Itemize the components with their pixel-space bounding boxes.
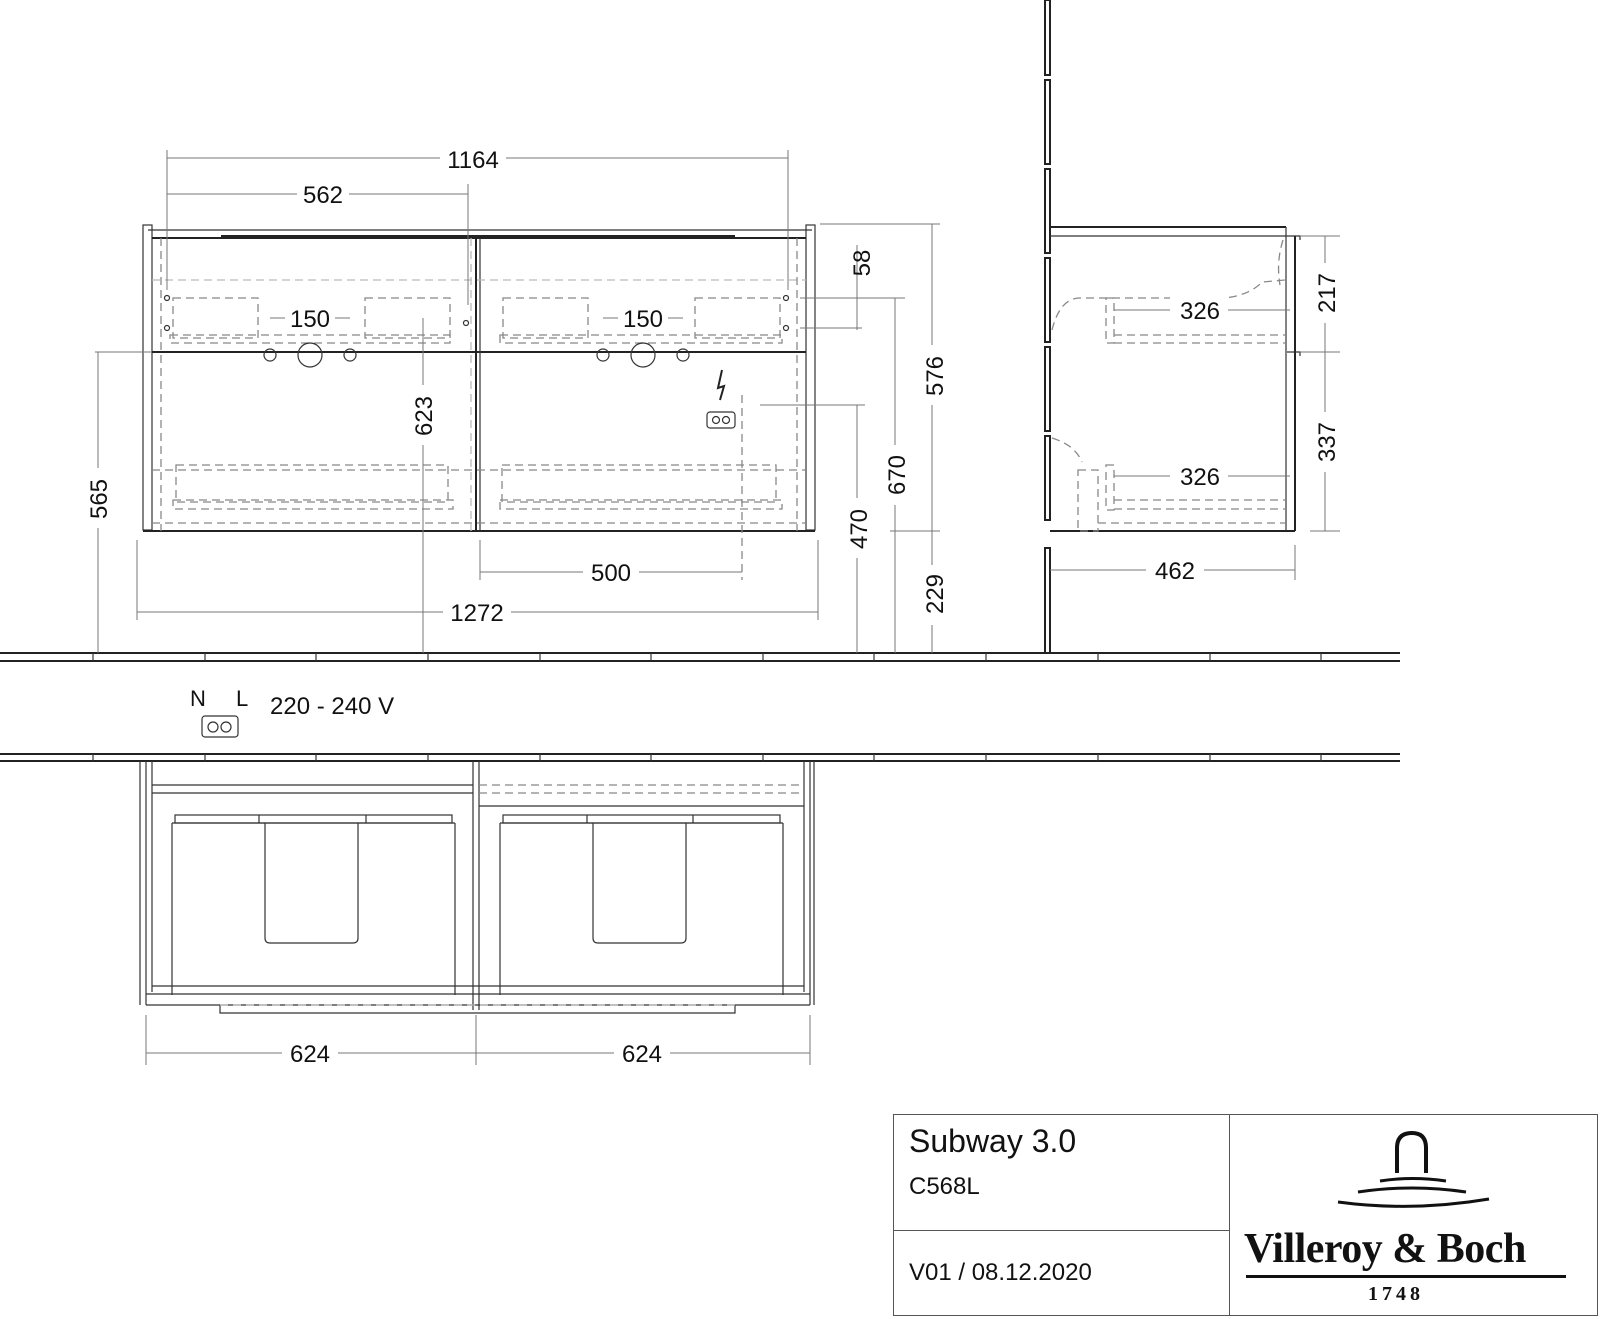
dim-overall-top-width: 1164 [447, 147, 499, 174]
dim-left-drawer-width: 624 [290, 1041, 330, 1068]
wall-line-plan [0, 753, 1400, 762]
dim-floor-clearance: 229 [922, 574, 949, 614]
dim-socket-height: 470 [846, 509, 873, 549]
live-label: L [236, 686, 249, 711]
dim-overall-width: 1272 [450, 600, 503, 627]
title-block-logo: Villeroy & Boch 1748 [1230, 1115, 1597, 1315]
dim-basin-center-offset: 562 [303, 182, 343, 209]
side-view-dimension-labels: 326 326 217 337 462 [1146, 263, 1341, 585]
wall-section [1044, 0, 1051, 654]
dim-total-height: 576 [922, 356, 949, 396]
socket-icon [706, 411, 736, 429]
brand-underline [1246, 1275, 1566, 1278]
dim-tap-spacing-right: 150 [623, 306, 663, 333]
article-code: C568L [909, 1173, 980, 1200]
lightning-icon [716, 369, 726, 401]
dim-right-drawer-width: 624 [622, 1041, 662, 1068]
title-block: Subway 3.0 C568L V01 / 08.12.2020 Viller… [893, 1114, 1598, 1316]
dim-upper-drawer-depth-text: 326 [1180, 298, 1220, 325]
neutral-label: N [190, 686, 206, 711]
tap-hole-right [630, 342, 656, 368]
dim-siphon-height: 623 [411, 396, 438, 436]
top-view-dimension-lines [145, 1015, 811, 1065]
top-view-cabinet [139, 761, 815, 1014]
title-block-info: Subway 3.0 C568L V01 / 08.12.2020 [894, 1115, 1230, 1315]
front-view-dimension-labels: 1164 562 150 150 58 576 623 670 565 470 … [86, 145, 949, 627]
brand-name: Villeroy & Boch [1244, 1226, 1526, 1272]
tap-hole-left [297, 342, 323, 368]
dim-overall-depth: 462 [1155, 558, 1195, 585]
dim-upper-drawer-height: 217 [1314, 273, 1341, 313]
front-view-cabinet [142, 224, 816, 580]
brand-founded-year: 1748 [1368, 1283, 1424, 1305]
dim-tap-spacing-left: 150 [290, 306, 330, 333]
voltage-label: 220 - 240 V [270, 693, 395, 720]
side-view-cabinet [1050, 226, 1301, 532]
dim-mount-height: 670 [884, 455, 911, 495]
dim-socket-offset: 500 [591, 560, 631, 587]
side-view-dimension-lines [1050, 235, 1340, 580]
dim-lower-drawer-depth: 326 [1180, 464, 1220, 491]
brand-logo-icon [1337, 1130, 1490, 1208]
socket-legend-icon [201, 715, 239, 738]
electrical-legend [201, 715, 239, 738]
version-date: V01 / 08.12.2020 [909, 1259, 1092, 1286]
dim-lower-drawer-height: 337 [1314, 422, 1341, 462]
series-name: Subway 3.0 [909, 1123, 1077, 1159]
title-block-product: Subway 3.0 C568L [894, 1115, 1229, 1231]
top-view-dimension-labels: 624 624 [282, 1040, 670, 1068]
dim-top-hole-offset: 58 [849, 250, 876, 277]
floor-line [0, 652, 1400, 662]
dim-left-height: 565 [86, 479, 113, 519]
